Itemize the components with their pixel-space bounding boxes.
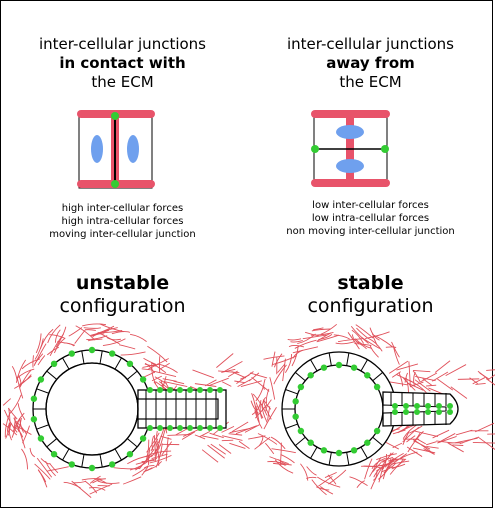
right-state-normal: configuration: [307, 295, 434, 317]
right-desc-line: low intra-cellular forces: [311, 213, 430, 224]
left-description: high inter-cellular forces high intra-ce…: [0, 202, 245, 241]
right-header-line2: away from: [326, 54, 415, 72]
right-header: inter-cellular junctions away from the E…: [248, 35, 493, 92]
right-header-line3: the ECM: [339, 73, 402, 91]
left-header-line2: in contact with: [59, 54, 186, 72]
right-desc-line: low inter-cellular forces: [312, 200, 429, 211]
right-state: stable configuration: [248, 272, 493, 318]
left-header: inter-cellular junctions in contact with…: [0, 35, 245, 92]
right-desc-line: non moving inter-cellular junction: [286, 226, 455, 237]
left-desc-line: moving inter-cellular junction: [49, 229, 196, 240]
right-header-line1: inter-cellular junctions: [287, 35, 454, 53]
left-header-line3: the ECM: [91, 73, 154, 91]
right-state-bold: stable: [337, 272, 404, 294]
right-description: low inter-cellular forces low intra-cell…: [248, 199, 493, 238]
left-header-line1: inter-cellular junctions: [39, 35, 206, 53]
left-state-bold: unstable: [75, 272, 170, 294]
left-desc-line: high intra-cellular forces: [61, 216, 184, 227]
left-desc-line: high inter-cellular forces: [61, 203, 184, 214]
left-state-normal: configuration: [59, 295, 186, 317]
left-state: unstable configuration: [0, 272, 245, 318]
